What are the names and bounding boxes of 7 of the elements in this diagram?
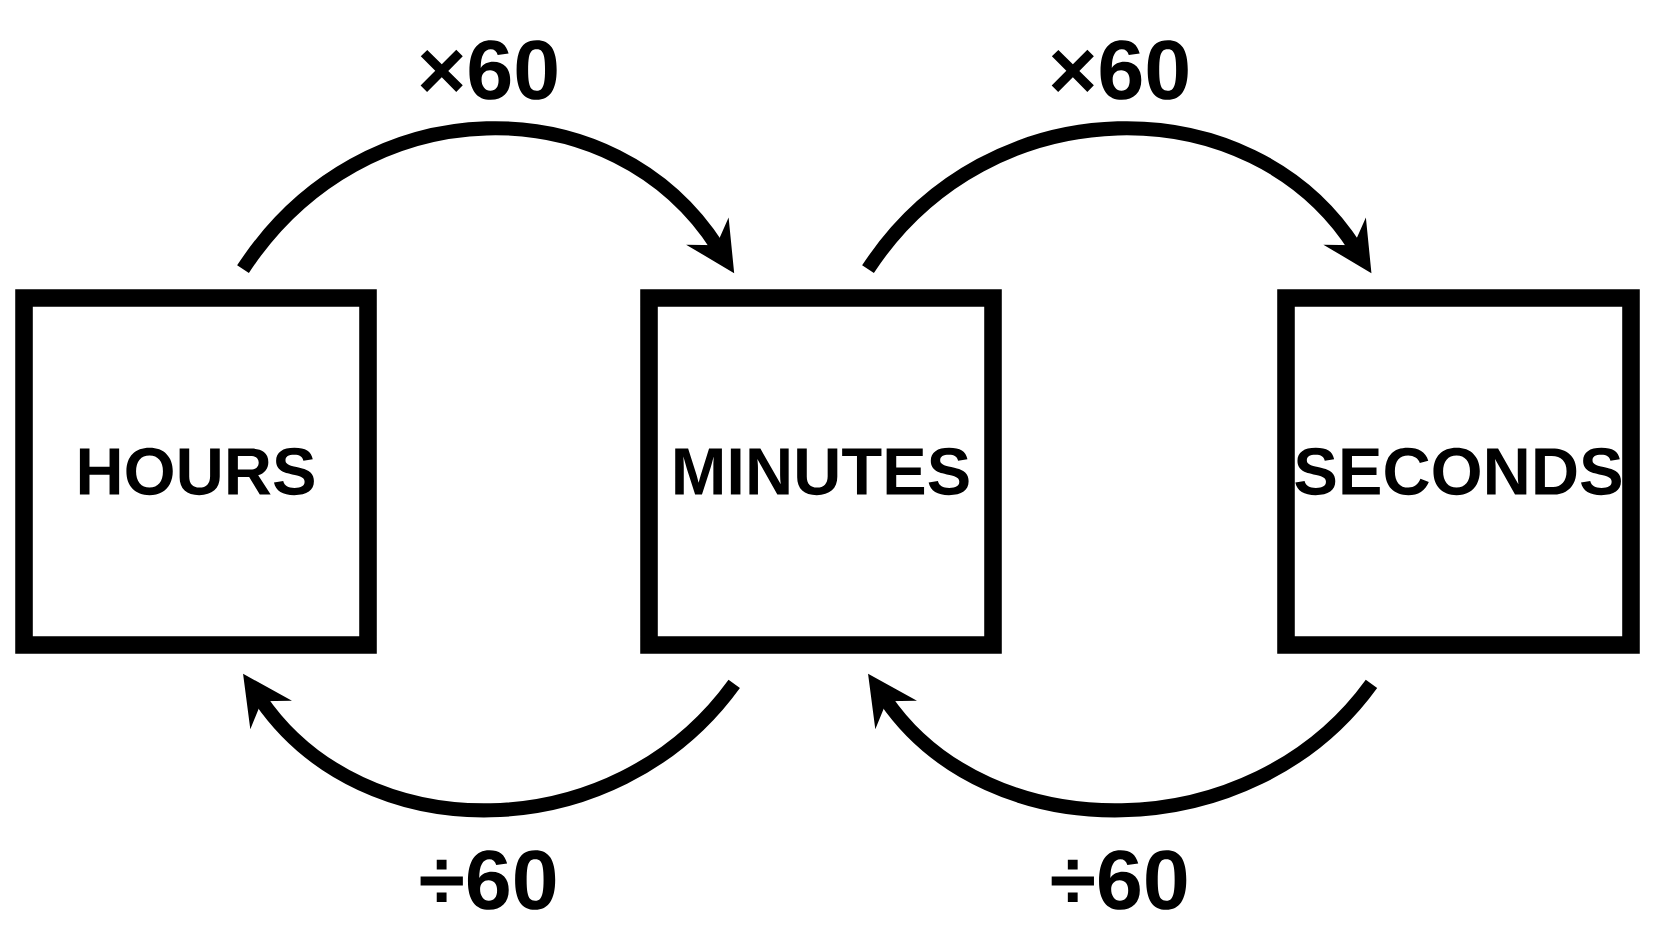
edge-label: ÷60 [1042, 843, 1197, 917]
edge-label: ×60 [410, 33, 568, 107]
unit-box: SECONDS [1277, 289, 1640, 654]
unit-box: MINUTES [640, 289, 1002, 654]
unit-box: HOURS [15, 289, 377, 654]
edge-label: ÷60 [411, 843, 566, 917]
edge-label: ×60 [1041, 33, 1199, 107]
